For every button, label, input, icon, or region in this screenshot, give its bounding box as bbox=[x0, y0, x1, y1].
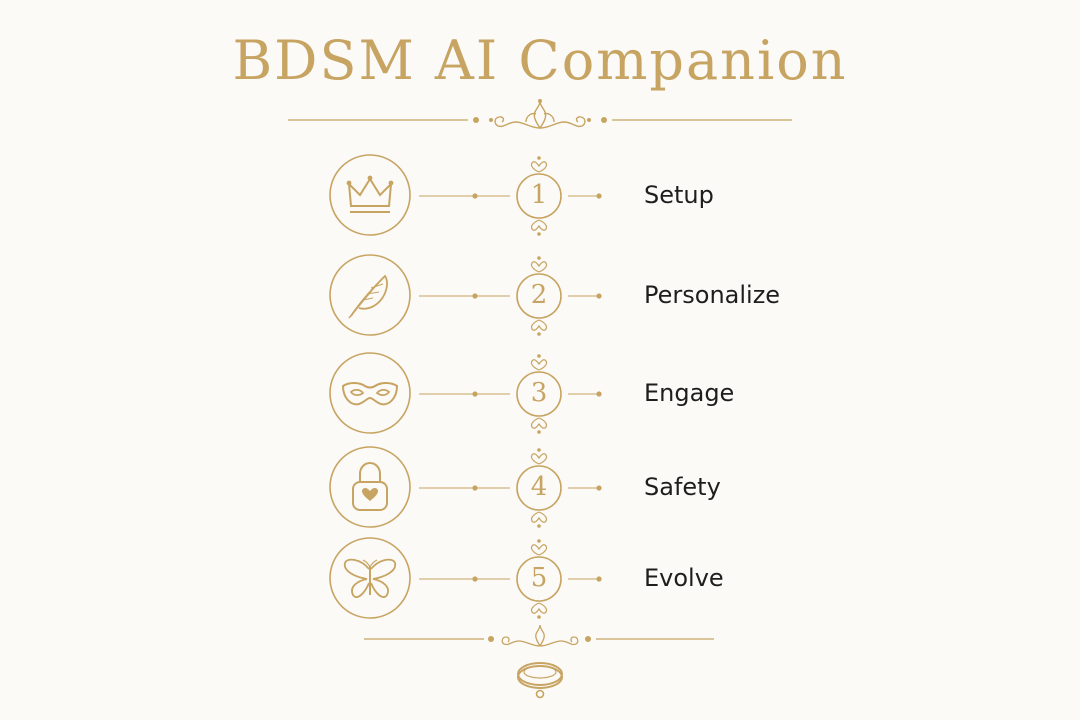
step-number-badge bbox=[510, 533, 568, 623]
step-icon-circle bbox=[329, 446, 411, 528]
step-number: 1 bbox=[530, 180, 548, 210]
top-ornament-divider bbox=[0, 98, 1080, 138]
step-number: 2 bbox=[530, 280, 548, 310]
mask-icon bbox=[341, 382, 399, 406]
step-connector-line bbox=[411, 150, 631, 240]
step-label: Personalize bbox=[644, 281, 781, 309]
step-number-badge bbox=[510, 348, 568, 438]
butterfly-icon bbox=[343, 558, 397, 598]
step-row: 3 Engage bbox=[0, 348, 1080, 438]
step-row: 5 Evolve bbox=[0, 533, 1080, 623]
crown-icon bbox=[346, 175, 394, 213]
step-icon-circle bbox=[329, 154, 411, 236]
step-label: Setup bbox=[644, 181, 714, 209]
step-number: 3 bbox=[530, 378, 548, 408]
bottom-ornament-divider bbox=[0, 622, 1080, 654]
step-number-badge bbox=[510, 150, 568, 240]
feather-icon bbox=[348, 274, 388, 319]
collar-ring-icon bbox=[510, 656, 570, 708]
step-number-badge bbox=[510, 442, 568, 532]
step-label: Engage bbox=[644, 379, 735, 407]
step-connector-line bbox=[411, 442, 631, 532]
page-title: BDSM AI Companion bbox=[232, 29, 848, 92]
step-label: Safety bbox=[644, 473, 721, 501]
step-row: 4 Safety bbox=[0, 442, 1080, 532]
step-icon-circle bbox=[329, 537, 411, 619]
step-connector-line bbox=[411, 533, 631, 623]
heart-padlock-icon bbox=[352, 461, 388, 511]
step-connector-line bbox=[411, 250, 631, 340]
step-connector-line bbox=[411, 348, 631, 438]
step-icon-circle bbox=[329, 254, 411, 336]
step-number: 5 bbox=[530, 563, 548, 593]
step-number-badge bbox=[510, 250, 568, 340]
step-row: 1 Setup bbox=[0, 150, 1080, 240]
step-icon-circle bbox=[329, 352, 411, 434]
step-row: 2 Personalize bbox=[0, 250, 1080, 340]
step-label: Evolve bbox=[644, 564, 724, 592]
step-number: 4 bbox=[530, 472, 548, 502]
